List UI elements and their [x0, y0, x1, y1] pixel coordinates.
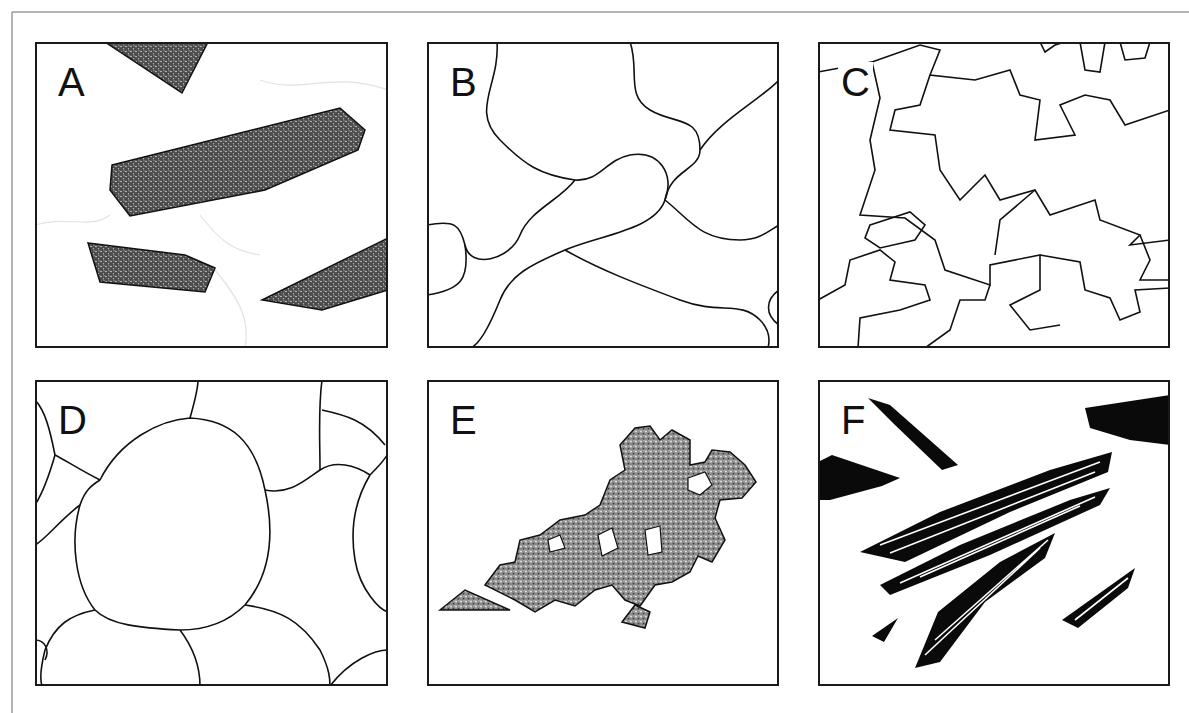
texture-panel: B [427, 42, 779, 348]
texture-panel: D [35, 380, 388, 686]
texture-panel: F [818, 380, 1170, 686]
texture-panel: A [35, 42, 388, 348]
texture-panel: E [427, 380, 779, 686]
panel-letter: B [447, 62, 480, 102]
panel-letter: E [447, 400, 480, 440]
panel-letter: A [55, 62, 88, 102]
texture-panel: C [818, 42, 1170, 348]
panel-letter: D [55, 400, 90, 440]
panel-letter: F [838, 400, 868, 440]
panel-letter: C [838, 62, 873, 102]
